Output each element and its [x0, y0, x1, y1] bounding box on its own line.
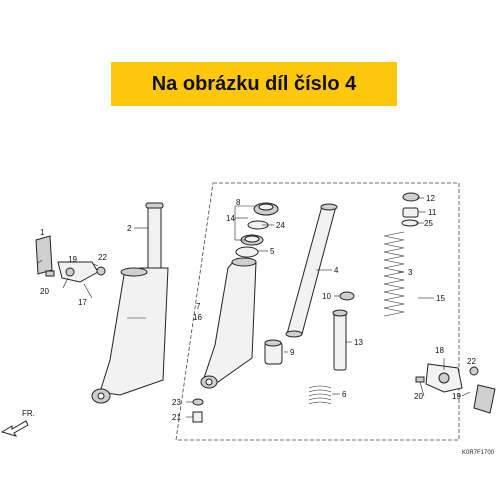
label-2: 2: [127, 224, 132, 233]
part-22-bolt-left[interactable]: [96, 266, 106, 276]
diagram-code: K0R7F1700: [462, 450, 495, 456]
part-10-rebound-spring-seat[interactable]: [339, 291, 355, 301]
label-9: 9: [290, 348, 295, 357]
part-17-bracket-left[interactable]: [57, 261, 99, 283]
label-13: 13: [354, 338, 363, 347]
part-5-slide-bushing[interactable]: [235, 246, 259, 258]
label-11: 11: [428, 208, 437, 217]
part-6-rebound-spring[interactable]: [308, 385, 332, 405]
label-24: 24: [276, 221, 285, 230]
highlight-banner: Na obrázku díl číslo 4: [111, 62, 397, 106]
label-3: 3: [408, 268, 413, 277]
part-labels: 2 8 14 24 5 4 10 9 13 6 3 12 11 25 15 7 …: [40, 194, 476, 422]
label-17: 17: [78, 298, 87, 307]
label-19-right: 19: [452, 392, 461, 401]
label-22-right: 22: [467, 357, 476, 366]
label-8: 8: [236, 198, 241, 207]
part-9-oil-lock-piece[interactable]: [264, 339, 283, 365]
part-18-bracket-right[interactable]: [425, 363, 463, 393]
part-2-fork-left[interactable]: [91, 202, 169, 404]
label-10: 10: [322, 292, 331, 301]
part-16-fork-right[interactable]: [200, 257, 257, 389]
label-22-left: 22: [98, 253, 107, 262]
label-16: 16: [193, 313, 202, 322]
part-1-reflector-left[interactable]: [35, 235, 53, 275]
part-3-fork-spring[interactable]: [383, 231, 405, 317]
front-direction-arrow: FR.: [0, 409, 35, 437]
label-25: 25: [424, 219, 433, 228]
part-20-bolt-left[interactable]: [45, 270, 55, 277]
part-11-spacer[interactable]: [402, 207, 419, 218]
label-7: 7: [196, 302, 201, 311]
part-22-bolt-right[interactable]: [469, 366, 479, 376]
label-12: 12: [426, 194, 435, 203]
part-1-reflector-right[interactable]: [473, 384, 496, 414]
label-1: 1: [40, 228, 45, 237]
label-23: 23: [172, 398, 181, 407]
part-13-damper-rod[interactable]: [332, 309, 348, 371]
label-5: 5: [270, 247, 275, 256]
part-4-fork-pipe[interactable]: [285, 203, 338, 338]
label-15: 15: [436, 294, 445, 303]
label-20-right: 20: [414, 392, 423, 401]
label-21: 21: [172, 413, 181, 422]
part-12-cap[interactable]: [402, 192, 420, 202]
banner-text: Na obrázku díl číslo 4: [151, 72, 357, 95]
leader-lines: [37, 197, 475, 418]
part-25-washer[interactable]: [401, 219, 419, 227]
label-19-left: 19: [68, 255, 77, 264]
assembly-frame: [175, 182, 460, 441]
part-21-socket-bolt[interactable]: [192, 411, 203, 423]
label-6: 6: [342, 390, 347, 399]
direction-label: FR.: [22, 409, 35, 418]
part-20-bolt-right[interactable]: [415, 376, 425, 383]
label-14: 14: [226, 214, 235, 223]
part-23-washer[interactable]: [192, 398, 204, 406]
label-4: 4: [334, 266, 339, 275]
label-20-left: 20: [40, 287, 49, 296]
label-18: 18: [435, 346, 444, 355]
part-8-dust-seal[interactable]: [253, 202, 279, 216]
